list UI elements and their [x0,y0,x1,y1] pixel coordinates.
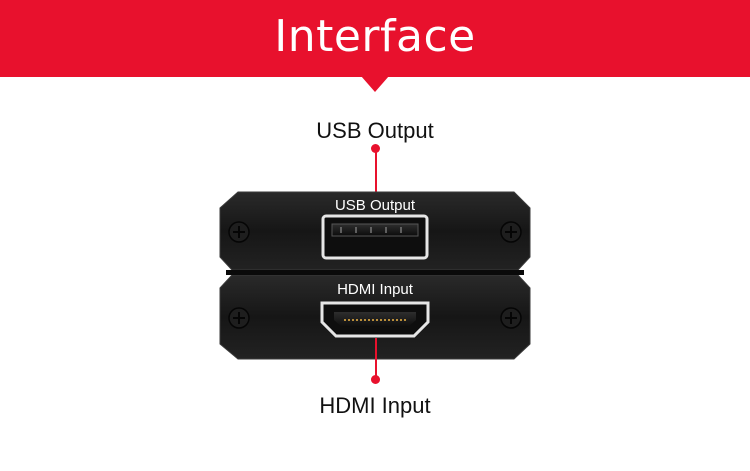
hdmi-leader-dot [371,375,380,384]
page-title: Interface [274,11,476,62]
hdmi-port-label: HDMI Input [337,281,413,298]
usb-leader-line [375,150,377,195]
screw-icon [500,221,522,243]
screw-icon [228,221,250,243]
hdmi-leader-line [375,338,377,378]
banner-pointer [361,76,389,92]
usb-output-callout: USB Output [316,118,434,143]
usb-leader-dot [371,144,380,153]
device-seam [226,270,524,275]
header-banner [0,0,750,77]
hdmi-port-icon [320,301,430,338]
usb-port-icon [321,214,429,260]
screw-icon [500,307,522,329]
hdmi-input-callout: HDMI Input [319,393,431,418]
screw-icon [228,307,250,329]
usb-port-label: USB Output [334,197,416,214]
